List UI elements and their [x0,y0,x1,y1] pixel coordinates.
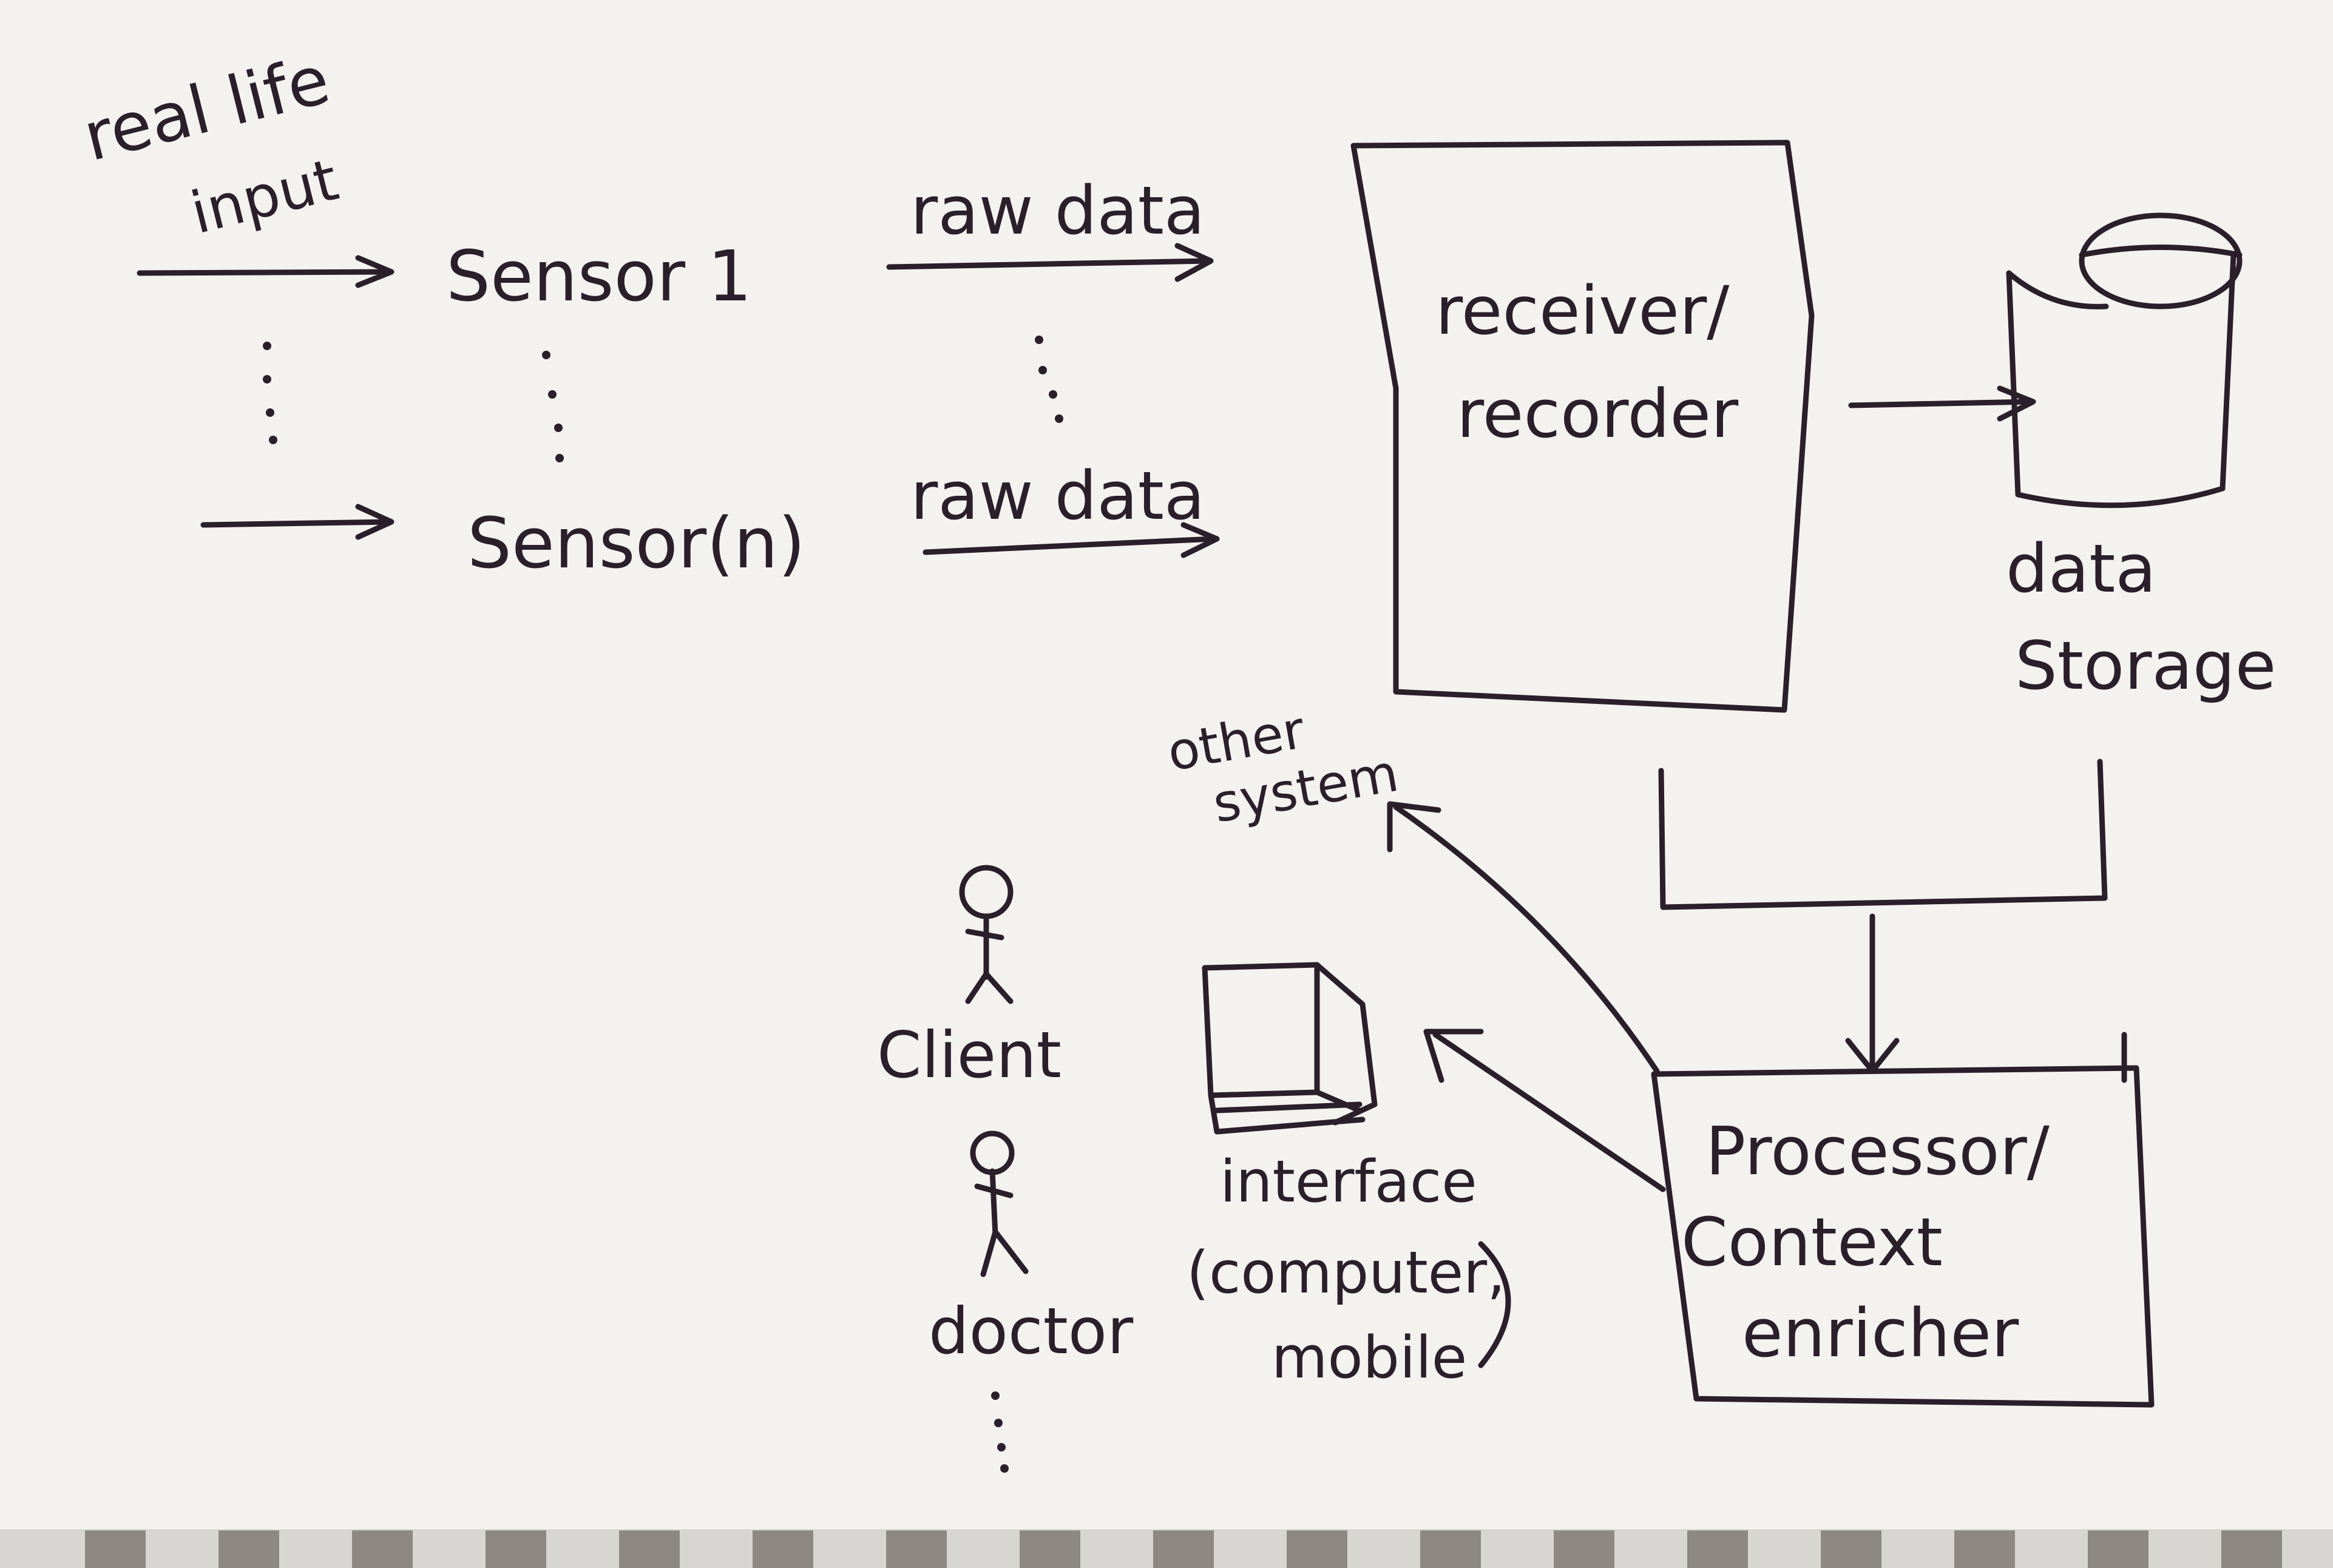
perforation-hole [1821,1530,1881,1568]
processor-box [1651,1032,2155,1408]
interface-label-line3: mobile [1271,1325,1467,1391]
sensor-1-label: Sensor 1 [446,236,752,317]
perforation-hole [886,1530,947,1568]
processor-to-interface-arrow [1423,1029,1666,1192]
stick-figure-icon [970,1130,1029,1277]
receiver-to-storage-arrow [1848,385,2036,422]
interface-label-line2: (computer, [1187,1240,1505,1306]
perforation-hole [1020,1530,1080,1568]
perforation-hole [1687,1530,1748,1568]
perforation-hole [1954,1530,2015,1568]
perforation-hole [619,1530,680,1568]
data-storage-label-line1: data [2006,530,2156,607]
real-life-input-label-line2: input [185,146,345,247]
processor-label-line1: Processor/ [1705,1112,2050,1190]
perforation-hole [85,1530,146,1568]
interface-label-line1: interface [1220,1149,1477,1215]
perforation-hole [218,1530,279,1568]
doctor-label: doctor [929,1294,1134,1368]
receiver-recorder-label-line1: receiver/ [1435,272,1730,350]
perforation-hole [1420,1530,1481,1568]
data-storage-label-line2: Storage [2015,627,2276,705]
perforation-hole [2221,1530,2282,1568]
cube-icon [1202,962,1378,1135]
raw-data-ellipsis [1035,336,1063,423]
merge-connector [1658,759,2108,1074]
perforation-hole [753,1530,813,1568]
input-arrow-n [200,504,394,540]
paper-perforation [0,1529,2333,1568]
processor-label-line3: enricher [1742,1294,2019,1372]
raw-data-label-1: raw data [910,172,1205,249]
perforation-hole [486,1530,546,1568]
raw-data-arrow-1 [886,243,1214,282]
raw-data-arrow-2 [923,522,1220,558]
receiver-recorder-label-line2: recorder [1457,375,1739,453]
sensor-n-label: Sensor(n) [467,503,805,584]
receiver-recorder-box [1350,140,1815,713]
user-ellipsis [991,1391,1009,1473]
interface-closing-paren [1478,1241,1511,1368]
cylinder-icon [2006,212,2243,509]
perforation-hole [1554,1530,1614,1568]
sensor-ellipsis [542,351,564,462]
processor-to-other-system-arrow [1387,801,1660,1074]
raw-data-label-2: raw data [910,457,1205,535]
perforation-hole [2088,1530,2148,1568]
perforation-hole [352,1530,413,1568]
perforation-hole [1287,1530,1347,1568]
stick-figure-icon [959,865,1014,1004]
input-arrow-1 [137,255,394,288]
processor-label-line2: Context [1681,1203,1943,1281]
perforation-hole [1153,1530,1214,1568]
client-label: Client [877,1018,1062,1092]
input-ellipsis [263,342,277,444]
